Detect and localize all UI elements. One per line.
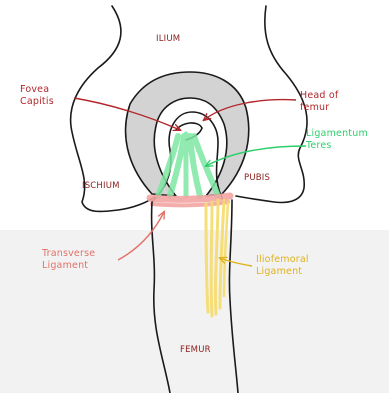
fovea-capitis-label: Fovea Capitis bbox=[20, 84, 54, 108]
ligamentum-teres-arrow bbox=[206, 146, 306, 166]
transverse-ligament-label: Transverse Ligament bbox=[42, 248, 95, 272]
iliofemoral-ligament-label: Iliofemoral Ligament bbox=[256, 254, 309, 278]
pubis-label: PUBIS bbox=[244, 172, 270, 184]
ilium-label: ILIUM bbox=[156, 33, 180, 45]
head-of-femur-label: Head of femur bbox=[300, 90, 338, 114]
ligamentum-teres-label: Ligamentum Teres bbox=[306, 128, 368, 152]
femur-label: FEMUR bbox=[180, 344, 211, 356]
ischium-label: ISCHIUM bbox=[82, 180, 120, 192]
